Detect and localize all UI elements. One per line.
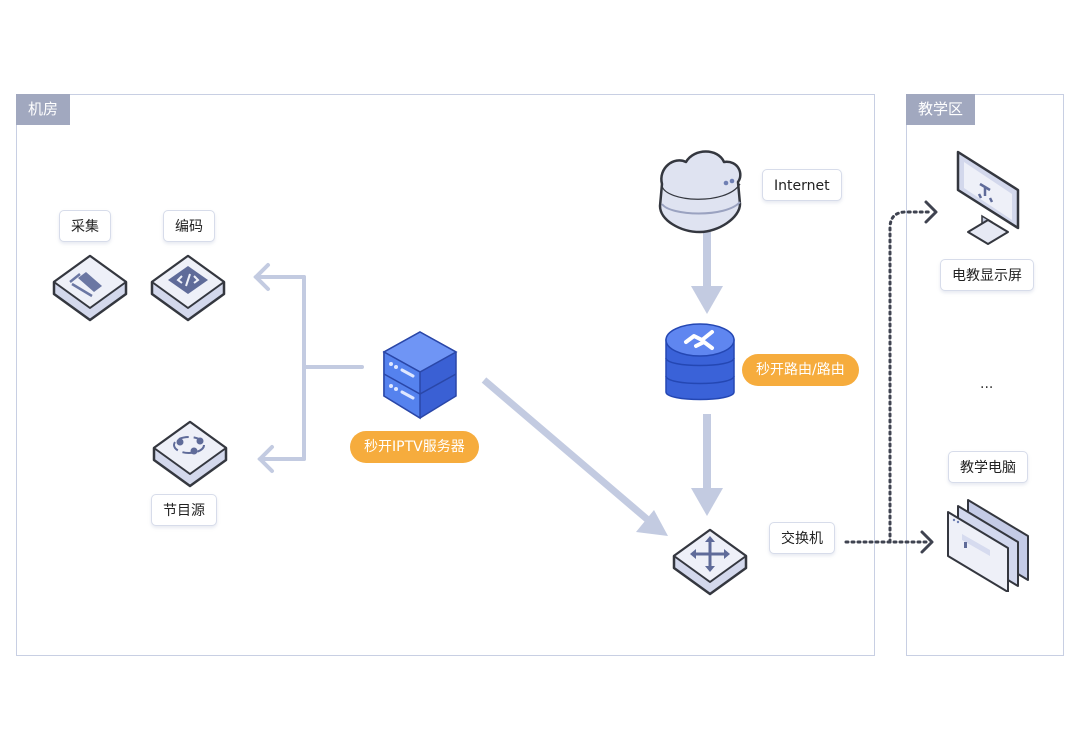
code-icon[interactable] <box>148 252 228 324</box>
dotted-link-to-display <box>888 210 932 544</box>
arrow-head-program-source <box>257 445 274 473</box>
program-source-label: 节目源 <box>151 494 217 526</box>
arrow-head-switch <box>636 510 668 536</box>
more-devices-ellipsis: ... <box>980 376 994 392</box>
arrow-server-to-switch <box>481 377 651 523</box>
router-label: 秒开路由/路由 <box>742 354 859 386</box>
arrow-head-display <box>924 200 938 224</box>
internet-label: Internet <box>762 169 842 201</box>
iptv-server-label: 秒开IPTV服务器 <box>350 431 479 463</box>
computer-windows-icon[interactable] <box>944 496 1032 592</box>
machine-room-title: 机房 <box>16 94 71 125</box>
arrow-internet-to-router <box>703 232 711 288</box>
encode-label: 编码 <box>163 210 215 242</box>
capture-label: 采集 <box>59 210 111 242</box>
computers-label: 教学电脑 <box>948 451 1028 483</box>
arrow-head-computers <box>920 530 934 554</box>
display-label: 电教显示屏 <box>940 259 1034 291</box>
teaching-area-title: 教学区 <box>906 94 976 125</box>
arrow-router-to-switch <box>703 414 711 490</box>
arrow-head-switch-top <box>691 488 723 516</box>
arrow-head-encode <box>253 263 270 291</box>
cloud-icon[interactable] <box>656 146 746 236</box>
capture-card-icon[interactable] <box>50 252 130 324</box>
arrow-head-router <box>691 286 723 314</box>
monitor-icon[interactable] <box>952 150 1022 246</box>
share-nodes-icon[interactable] <box>150 418 230 490</box>
router-database-icon[interactable] <box>664 322 736 412</box>
machine-room-zone: 机房 <box>16 94 875 656</box>
switch-arrows-icon[interactable] <box>670 526 750 598</box>
teaching-area-zone: 教学区 <box>906 94 1064 656</box>
switch-label: 交换机 <box>769 522 835 554</box>
server-stack-icon[interactable] <box>380 330 460 422</box>
